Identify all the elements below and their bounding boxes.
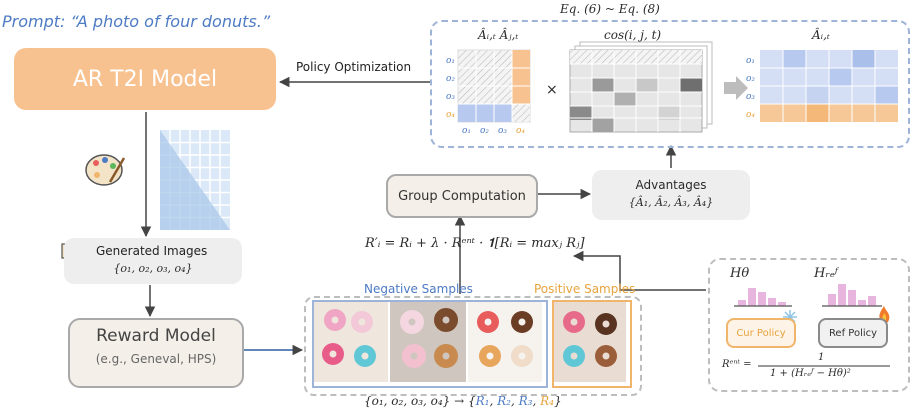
donut-image-4 [554, 302, 626, 382]
m1-col-label-4: o₄ [516, 126, 526, 136]
matrix1-title: Âᵢ,ₜ Âⱼ,ₜ [478, 28, 519, 42]
generated-images-title: Generated Images [96, 244, 208, 258]
m3-row-label-2: o₂ [746, 74, 756, 84]
mapping-r3: R₃ [518, 394, 533, 408]
reward-formula: R′ᵢ = Rᵢ + λ · Rᵉⁿᵗ · 𝟏[Rᵢ = maxⱼ Rⱼ] [365, 236, 585, 251]
palette-icon [85, 154, 126, 186]
m1-row-label-1: o₁ [446, 56, 456, 66]
m3-row-label-3: o₃ [746, 92, 756, 102]
advantage-computation-panel [430, 20, 910, 148]
entropy-panel [708, 258, 910, 392]
m1-col-label-2: o₂ [480, 126, 490, 136]
entropy-to-formula-arrow [572, 250, 706, 291]
mapping-r2: R₂ [497, 394, 511, 408]
m1-row-label-3: o₃ [446, 92, 456, 102]
h-ref-histogram [828, 284, 876, 306]
ref-policy-label: Ref Policy [828, 327, 878, 339]
advantages-title: Advantages [635, 178, 707, 192]
cur-policy-label: Cur Policy [736, 327, 786, 339]
equation-reference: Eq. (6) ~ Eq. (8) [560, 2, 660, 16]
attention-mask-grid [160, 130, 230, 230]
m1-col-label-3: o₃ [498, 126, 508, 136]
entropy-formula-lhs: Rᵉⁿᵗ = [722, 359, 752, 370]
reward-mapping: {o₁, o₂, o₃, o₄} → {R₁, R₂, R₃, R₄} [364, 394, 562, 408]
negative-samples-frame [312, 300, 548, 388]
m1-col-label-1: o₁ [462, 126, 472, 136]
ref-policy-badge: Ref Policy [818, 318, 888, 348]
h-theta-histogram [738, 288, 786, 306]
ar-t2i-model-box: AR T2I Model [14, 48, 276, 110]
negative-samples-label: Negative Samples [364, 282, 473, 296]
entropy-formula-numerator: 1 [818, 352, 825, 363]
entropy-formula-denominator: 1 + (Hᵣₑᶠ − Hθ)² [770, 368, 851, 379]
transform-arrow-icon [724, 76, 748, 100]
mapping-left: {o₁, o₂, o₃, o₄} → { [364, 394, 476, 408]
mapping-r4: R₄ [540, 394, 554, 408]
generated-images-set: {o₁, o₂, o₃, o₄} [113, 262, 193, 275]
samples-panel [304, 296, 642, 396]
group-computation-label: Group Computation [398, 188, 526, 204]
reward-model-box [68, 318, 244, 388]
mapping-r1: R₁ [475, 394, 490, 408]
m3-row-label-1: o₁ [746, 56, 756, 66]
h-ref-label: Hᵣₑᶠ [814, 266, 838, 281]
matrix-cosine-similarity [569, 41, 713, 133]
h-theta-label: Hθ [730, 266, 750, 281]
matrix2-title: cos(i, j, t) [604, 28, 662, 42]
multiply-sign: × [546, 82, 558, 98]
prompt-text: Prompt: “A photo of four donuts.” [2, 12, 271, 31]
ar-t2i-model-label: AR T2I Model [72, 66, 218, 92]
positive-samples-label: Positive Samples [534, 282, 636, 296]
donut-image-3 [468, 302, 542, 382]
donut-image-2 [390, 302, 466, 382]
matrix-token-advantage [760, 50, 898, 122]
policy-optimization-label: Policy Optimization [296, 60, 412, 74]
matrix-advantage-product [457, 49, 531, 123]
m1-row-label-2: o₂ [446, 74, 456, 84]
donut-image-1 [314, 302, 388, 382]
reward-model-subtitle: (e.g., Geneval, HPS) [95, 352, 217, 366]
cur-policy-badge: Cur Policy [726, 318, 796, 348]
reward-model-title: Reward Model [96, 326, 216, 346]
group-computation-box: Group Computation [386, 174, 538, 218]
positive-samples-frame [552, 300, 632, 388]
matrix3-title: Âᵢ,ₜ [812, 28, 830, 42]
advantages-set: {Â₁, Â₂, Â₃, Â₄} [628, 196, 714, 209]
mapping-close: } [553, 394, 562, 408]
m3-row-label-4: o₄ [746, 110, 756, 120]
advantages-box [592, 170, 750, 220]
generated-images-box [64, 238, 242, 284]
m1-row-label-4: o₄ [446, 110, 456, 120]
